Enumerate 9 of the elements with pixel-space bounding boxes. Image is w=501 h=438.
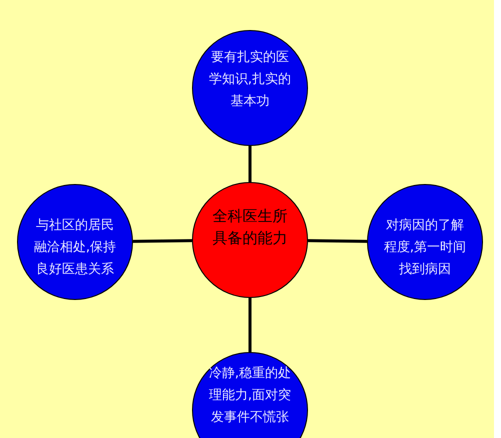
circle-label: 全科医生所具备的能力 (212, 206, 288, 249)
circle-label: 对病因的了解程度,第一时间找到病因 (382, 217, 468, 279)
connector-line (248, 298, 252, 352)
circle-label: 要有扎实的医学知识,扎实的基本功 (208, 49, 292, 111)
connector-line (308, 239, 368, 243)
connector-line (248, 146, 252, 182)
connector-line (132, 239, 192, 243)
circle-label: 冷静,稳重的处理能力,面对突发事件不慌张 (208, 365, 292, 427)
circle-label: 与社区的居民融洽相处,保持良好医患关系 (32, 217, 118, 279)
